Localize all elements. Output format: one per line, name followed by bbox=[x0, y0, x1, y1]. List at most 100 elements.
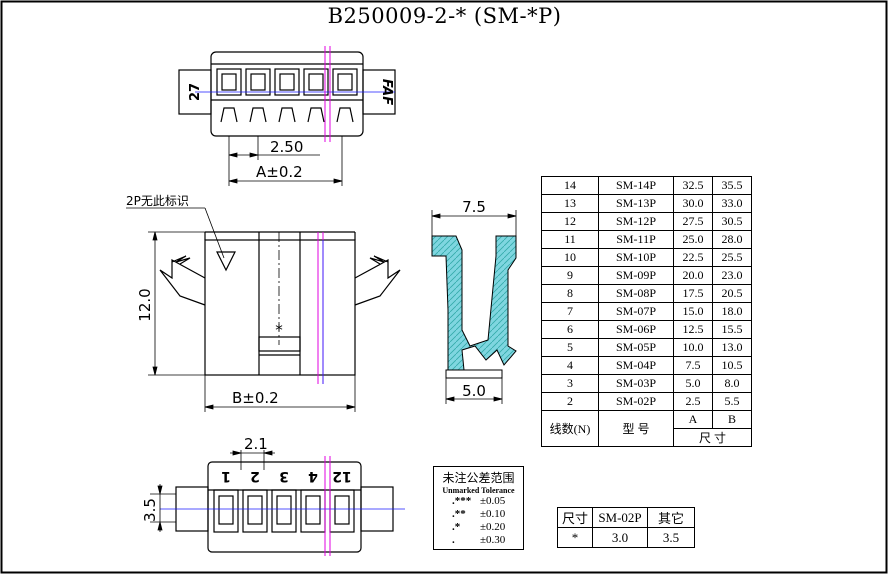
bottom-dimensions bbox=[150, 450, 275, 532]
spec-cell-b: 20.5 bbox=[712, 284, 752, 303]
spec-cell-b: 15.5 bbox=[712, 320, 752, 339]
spec-cell-a: 7.5 bbox=[673, 356, 713, 375]
bottom-pitch-label: 2.1 bbox=[244, 435, 268, 453]
dim-b-label: B±0.2 bbox=[232, 389, 279, 407]
spec-cell-model: SM-09P bbox=[598, 266, 674, 285]
tolerance-symbol: .* bbox=[452, 521, 461, 533]
section-dimensions bbox=[431, 210, 517, 404]
spec-cell-b: 30.5 bbox=[712, 212, 752, 231]
spec-cell-b: 5.5 bbox=[712, 392, 752, 411]
spec-cell-a: 12.5 bbox=[673, 320, 713, 339]
section-bottom-width: 5.0 bbox=[462, 382, 486, 400]
top-cavity bbox=[303, 68, 329, 123]
header-b: B bbox=[712, 410, 752, 429]
spec-cell-n: 3 bbox=[541, 374, 599, 393]
spec-cell-n: 9 bbox=[541, 266, 599, 285]
callout-text: 2P无此标识 bbox=[126, 194, 189, 208]
header-a: A bbox=[673, 410, 713, 429]
spec-cell-model: SM-07P bbox=[598, 302, 674, 321]
tolerance-value: ±0.30 bbox=[480, 534, 506, 546]
header-model: 型 号 bbox=[598, 410, 674, 447]
callout-leader bbox=[126, 207, 225, 259]
spec-cell-model: SM-03P bbox=[598, 374, 674, 393]
spec-cell-b: 25.5 bbox=[712, 248, 752, 267]
spec-cell-n: 7 bbox=[541, 302, 599, 321]
section-view bbox=[431, 235, 517, 379]
spec-cell-model: SM-12P bbox=[598, 212, 674, 231]
top-cavity bbox=[216, 68, 242, 123]
dim-b-dimension bbox=[204, 375, 356, 412]
spec-cell-model: SM-05P bbox=[598, 338, 674, 357]
header-size: 尺 寸 bbox=[673, 428, 752, 447]
spec-cell-model: SM-13P bbox=[598, 194, 674, 213]
star-mark: * bbox=[275, 321, 283, 339]
spec-cell-model: SM-04P bbox=[598, 356, 674, 375]
spec-cell-a: 15.0 bbox=[673, 302, 713, 321]
spec-cell-model: SM-10P bbox=[598, 248, 674, 267]
spec-cell-b: 23.0 bbox=[712, 266, 752, 285]
star-table-c3: 3.5 bbox=[647, 527, 695, 548]
spec-cell-b: 8.0 bbox=[712, 374, 752, 393]
top-cavity bbox=[274, 68, 300, 123]
star-table-h1: 尺寸 bbox=[557, 507, 593, 528]
spec-cell-model: SM-02P bbox=[598, 392, 674, 411]
spec-cell-b: 33.0 bbox=[712, 194, 752, 213]
spec-cell-a: 22.5 bbox=[673, 248, 713, 267]
spec-cell-model: SM-08P bbox=[598, 284, 674, 303]
star-table-c2: 3.0 bbox=[592, 527, 648, 548]
tolerance-symbol: .** bbox=[452, 508, 466, 520]
brand-mark: FAF bbox=[379, 79, 394, 105]
bottom-cavity bbox=[242, 489, 268, 533]
star-size-table: 尺寸 SM-02P 其它 * 3.0 3.5 bbox=[557, 507, 695, 548]
dim-a-label: A±0.2 bbox=[256, 163, 303, 181]
bottom-height-label: 3.5 bbox=[141, 498, 159, 522]
spec-cell-n: 14 bbox=[541, 176, 599, 195]
top-cavity bbox=[332, 68, 358, 123]
spec-cell-a: 17.5 bbox=[673, 284, 713, 303]
spec-cell-b: 28.0 bbox=[712, 230, 752, 249]
spec-cell-a: 20.0 bbox=[673, 266, 713, 285]
spec-cell-n: 2 bbox=[541, 392, 599, 411]
spec-cell-b: 10.5 bbox=[712, 356, 752, 375]
spec-cell-n: 12 bbox=[541, 212, 599, 231]
spec-cell-n: 13 bbox=[541, 194, 599, 213]
header-count: 线数(N) bbox=[541, 410, 599, 447]
tolerance-row: .**±0.10 bbox=[434, 508, 523, 521]
bottom-cavity bbox=[329, 489, 355, 533]
star-table-h2: SM-02P bbox=[592, 507, 648, 528]
bottom-cavity bbox=[213, 489, 239, 533]
pin-number-label: 1 bbox=[221, 468, 231, 484]
tolerance-row: .±0.30 bbox=[434, 534, 523, 547]
star-table-h3: 其它 bbox=[647, 507, 695, 528]
tolerance-subtitle: Unmarked Tolerance bbox=[442, 486, 515, 495]
spec-cell-a: 2.5 bbox=[673, 392, 713, 411]
pin-number-label: 3 bbox=[279, 468, 289, 484]
spec-cell-b: 35.5 bbox=[712, 176, 752, 195]
spec-cell-a: 25.0 bbox=[673, 230, 713, 249]
spec-cell-n: 6 bbox=[541, 320, 599, 339]
spec-cell-n: 5 bbox=[541, 338, 599, 357]
tolerance-row: .***±0.05 bbox=[434, 495, 523, 508]
tolerance-symbol: .*** bbox=[452, 495, 472, 507]
bottom-cavity bbox=[271, 489, 297, 533]
bottom-cavity bbox=[300, 489, 326, 533]
spec-cell-a: 10.0 bbox=[673, 338, 713, 357]
spec-cell-b: 18.0 bbox=[712, 302, 752, 321]
spec-cell-a: 32.5 bbox=[673, 176, 713, 195]
spec-cell-b: 13.0 bbox=[712, 338, 752, 357]
spec-cell-a: 27.5 bbox=[673, 212, 713, 231]
height-label: 12.0 bbox=[136, 288, 154, 321]
section-top-width: 7.5 bbox=[462, 198, 486, 216]
side-view bbox=[159, 231, 401, 376]
